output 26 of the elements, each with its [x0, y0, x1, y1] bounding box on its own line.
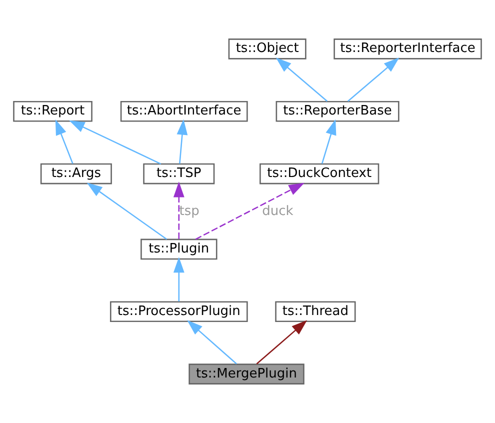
arrow	[173, 257, 184, 302]
node-box: ts::DuckContext	[260, 163, 380, 184]
arrow	[321, 119, 336, 164]
node-box: ts::Plugin	[140, 238, 218, 260]
arrow	[187, 320, 237, 364]
arrow	[86, 182, 168, 240]
edge-label: duck	[262, 204, 294, 219]
arrow	[55, 119, 74, 164]
node-box: ts::Args	[40, 163, 112, 184]
node-box: ts::ReporterInterface	[334, 38, 482, 60]
node-box: ts::Report	[13, 100, 92, 122]
edge-label: tsp	[179, 204, 200, 219]
node-box: ts::AbortInterface	[120, 100, 248, 122]
arrow	[256, 320, 308, 364]
node-box: ts::TSP	[143, 163, 215, 184]
node-box: ts::Thread	[275, 301, 356, 322]
arrow	[176, 119, 188, 164]
node-box: ts::Object	[228, 38, 306, 60]
arrow	[69, 120, 162, 164]
node-box: ts::MergePlugin	[188, 364, 304, 384]
arrow	[173, 182, 184, 239]
arrow	[348, 57, 400, 102]
arrow	[276, 57, 328, 102]
arrow	[195, 182, 304, 240]
node-box: ts::ProcessorPlugin	[110, 301, 248, 322]
node-box: ts::ReporterBase	[276, 100, 400, 122]
